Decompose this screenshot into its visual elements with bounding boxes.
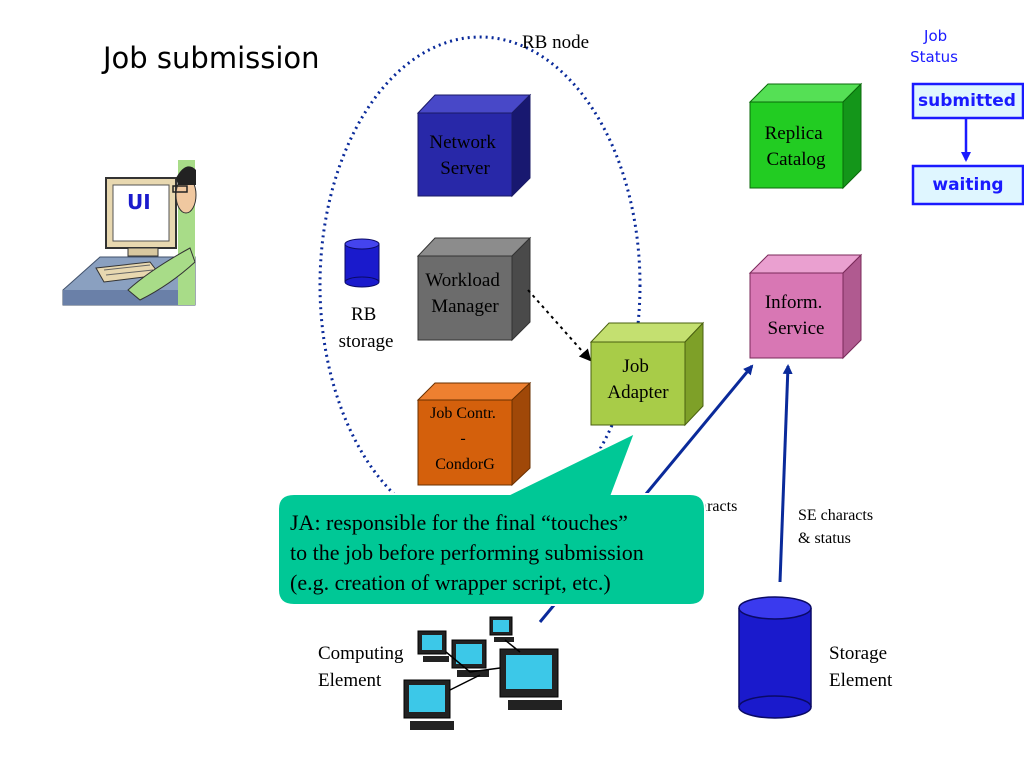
wm-to-ja-arrow [527, 289, 592, 362]
job-adapter-box[interactable]: Job Adapter [589, 321, 705, 427]
replica-catalog-label: Replica Catalog [765, 123, 828, 170]
workload-manager-box[interactable]: Workload Manager [416, 236, 532, 342]
se-characts-label: SE characts & status [798, 507, 877, 547]
computing-element-label: Computing Element [318, 643, 408, 691]
status-waiting-label: waiting [932, 175, 1003, 195]
rb-storage-icon [344, 238, 380, 288]
job-adapter-callout: JA: responsible for the final “touches” … [277, 430, 706, 606]
storage-element-icon[interactable] [738, 596, 812, 719]
ui-workstation-icon: UI [62, 160, 197, 306]
rb-storage-label: RB storage [339, 304, 394, 352]
network-server-box[interactable]: Network Server [416, 93, 532, 198]
job-adapter-label: Job Adapter [607, 356, 669, 403]
ui-label: UI [127, 190, 151, 214]
computing-element-icon [403, 616, 562, 730]
callout-text: JA: responsible for the final “touches” … [290, 510, 649, 595]
se-to-is-arrow [778, 364, 793, 583]
network-server-label: Network Server [429, 132, 500, 179]
page-title: Job submission [101, 41, 320, 75]
job-controller-box[interactable]: Job Contr. - CondorG [416, 381, 532, 487]
information-service-label: Inform. Service [765, 292, 827, 339]
storage-element-label: Storage Element [829, 643, 893, 691]
status-submitted-box [911, 82, 1024, 120]
status-submitted-label: submitted [918, 91, 1016, 111]
rb-node-label: RB node [522, 32, 589, 53]
replica-catalog-box[interactable]: Replica Catalog [748, 82, 863, 190]
information-service-box[interactable]: Inform. Service [748, 253, 863, 360]
status-waiting-box [911, 164, 1024, 206]
job-status-header: Job Status [910, 27, 958, 66]
job-controller-label: Job Contr. - CondorG [430, 405, 500, 473]
workload-manager-label: Workload Manager [425, 270, 504, 317]
